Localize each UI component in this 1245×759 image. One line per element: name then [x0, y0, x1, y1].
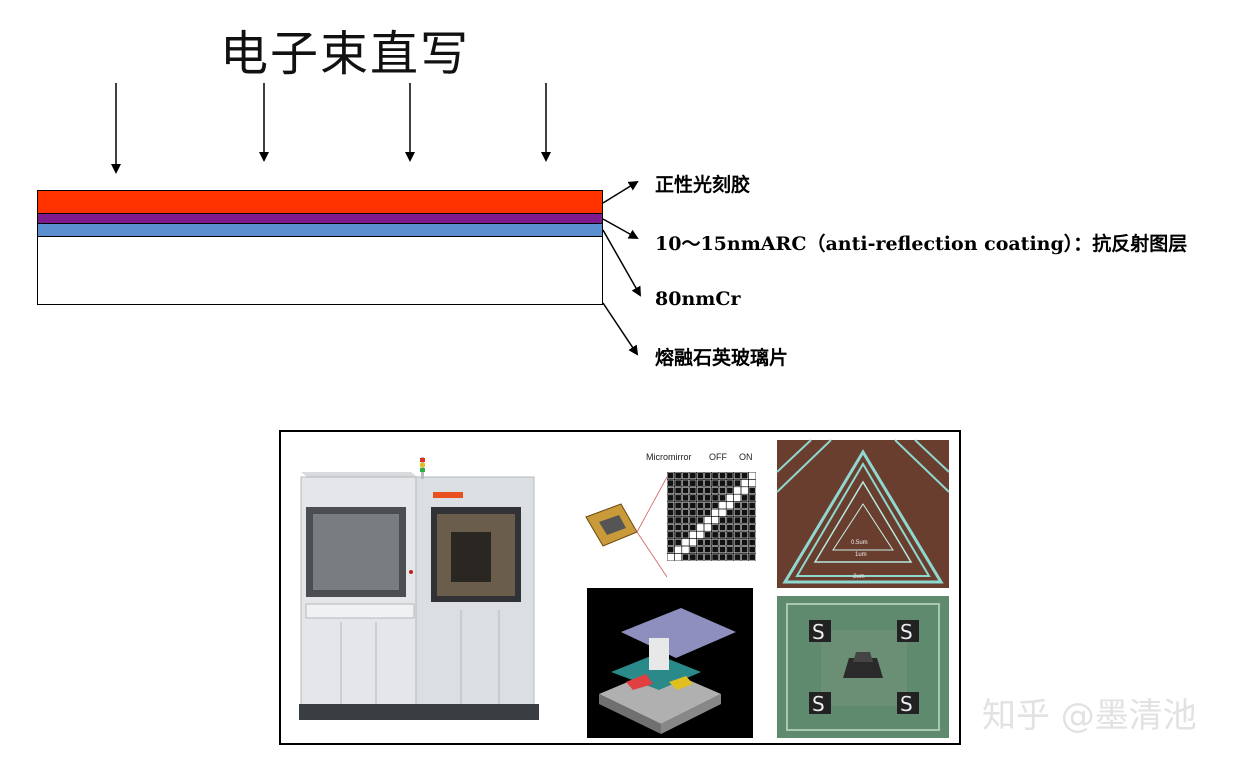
label-micromirror: Micromirror [646, 452, 692, 462]
svg-text:S: S [812, 620, 825, 644]
micromirror-3d-render [587, 588, 753, 738]
quartz-layer [37, 236, 603, 305]
lithography-machine-image [299, 457, 539, 720]
photo-composite: Micromirror OFF ON 0.5um 1 [299, 439, 950, 738]
label-1um: 1um [855, 552, 867, 558]
label-off: OFF [709, 452, 727, 462]
watermark-text: 知乎 @墨清池 [982, 696, 1197, 736]
cr-layer [37, 223, 603, 237]
micromirror-grid [667, 472, 756, 561]
svg-text:S: S [900, 620, 913, 644]
dmd-chip-image [585, 476, 668, 578]
photoresist-layer [37, 190, 603, 214]
label-cr: 80nmCr [655, 288, 741, 310]
pointer-photoresist [602, 180, 639, 204]
pattern-micrograph-image: S S S S [777, 596, 949, 738]
label-photoresist: 正性光刻胶 [655, 174, 751, 196]
triangle-micrograph-image [776, 439, 950, 588]
arrow-overlay [111, 83, 641, 356]
label-arc: 10～15nmARC（anti-reflection coating）：抗反射图… [655, 233, 1188, 255]
label-2um: 2um [853, 574, 865, 580]
svg-text:S: S [900, 692, 913, 716]
diagram-title: 电子束直写 [220, 26, 471, 82]
label-on: ON [739, 452, 753, 462]
pointer-quartz [602, 302, 639, 356]
label-quartz: 熔融石英玻璃片 [655, 347, 789, 369]
pointer-cr [602, 229, 641, 297]
equipment-photo-panel: Micromirror OFF ON 0.5um 1 [279, 430, 961, 745]
pointer-arc [602, 218, 639, 239]
label-0-5um: 0.5um [851, 540, 868, 546]
svg-text:S: S [812, 692, 825, 716]
